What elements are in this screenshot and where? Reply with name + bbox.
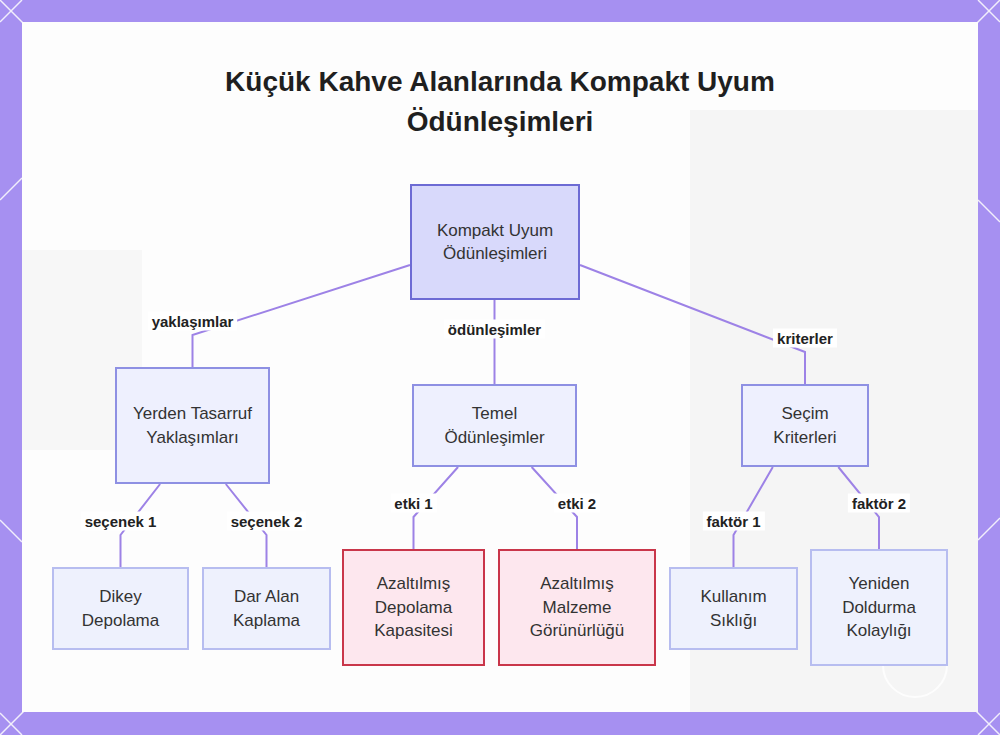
tradeoff-box: Azaltılmış Depolama Kapasitesi bbox=[342, 549, 485, 666]
edge-line bbox=[978, 200, 1000, 222]
node-label: Yeniden Doldurma Kolaylığı bbox=[824, 572, 934, 642]
node-label: Dar Alan Kaplama bbox=[216, 585, 317, 632]
edge-label: faktör 2 bbox=[848, 494, 910, 513]
node-label: Kompakt Uyum Ödünleşimleri bbox=[424, 219, 566, 266]
edge-label: seçenek 2 bbox=[227, 512, 307, 531]
edge-label: kriterler bbox=[773, 329, 837, 348]
edge-label: faktör 1 bbox=[702, 512, 764, 531]
edge-label: etki 2 bbox=[554, 494, 600, 513]
category-box: Yerden Tasarruf Yaklaşımları bbox=[115, 367, 270, 484]
leaf-box: Yeniden Doldurma Kolaylığı bbox=[810, 549, 948, 666]
node-label: Azaltılmış Depolama Kapasitesi bbox=[356, 572, 471, 642]
edge-line bbox=[0, 520, 22, 542]
diagram-title: Küçük Kahve Alanlarında Kompakt Uyum Ödü… bbox=[180, 62, 820, 142]
edge-label: etki 1 bbox=[390, 494, 436, 513]
node-label: Kullanım Sıklığı bbox=[683, 585, 784, 632]
category-box: Temel Ödünleşimler bbox=[412, 384, 577, 467]
node-label: Yerden Tasarruf Yaklaşımları bbox=[129, 402, 256, 449]
node-label: Dikey Depolama bbox=[66, 585, 175, 632]
connector-line bbox=[494, 300, 496, 384]
node-label: Temel Ödünleşimler bbox=[426, 402, 563, 449]
leaf-box: Dar Alan Kaplama bbox=[202, 567, 331, 650]
edge-line bbox=[0, 178, 22, 200]
node-label: Azaltılmış Malzeme Görünürlüğü bbox=[512, 572, 642, 642]
leaf-box: Kullanım Sıklığı bbox=[669, 567, 798, 650]
edge-label: ödünleşimler bbox=[444, 320, 545, 339]
edge-label: yaklaşımlar bbox=[148, 312, 238, 331]
root-box: Kompakt Uyum Ödünleşimleri bbox=[410, 184, 580, 300]
node-label: Seçim Kriterleri bbox=[755, 402, 855, 449]
edge-line bbox=[978, 518, 1000, 540]
connector-line bbox=[580, 265, 805, 384]
category-box: Seçim Kriterleri bbox=[741, 384, 869, 467]
tradeoff-box: Azaltılmış Malzeme Görünürlüğü bbox=[498, 549, 656, 666]
leaf-box: Dikey Depolama bbox=[52, 567, 189, 650]
edge-label: seçenek 1 bbox=[81, 512, 161, 531]
inner-panel bbox=[22, 22, 978, 712]
